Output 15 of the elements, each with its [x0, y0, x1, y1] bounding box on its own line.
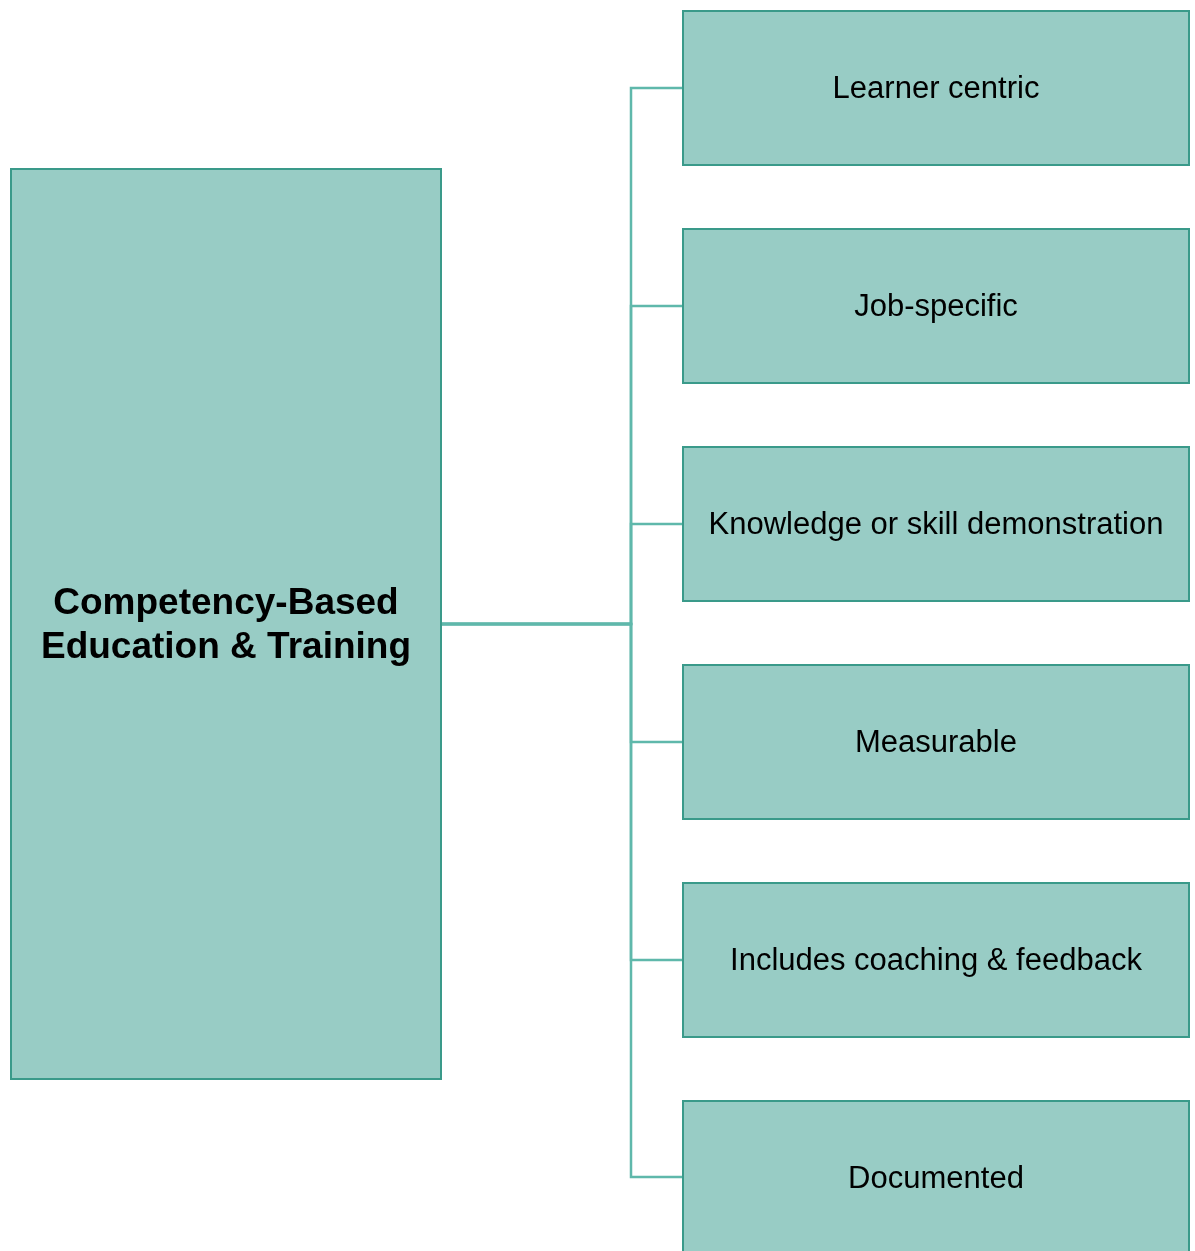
feature-box: [682, 228, 1190, 384]
feature-box: [682, 446, 1190, 602]
feature-box: [682, 10, 1190, 166]
topic-title: Competency-Based Education & Training: [40, 579, 412, 668]
feature-label: Measurable: [854, 722, 1018, 761]
feature-box: [682, 1100, 1190, 1251]
feature-box: [682, 664, 1190, 820]
feature-label: Job-specific: [853, 286, 1019, 325]
feature-label: Includes coaching & feedback: [729, 940, 1143, 979]
feature-label: Learner centric: [831, 68, 1041, 107]
topic-box: [10, 168, 442, 1080]
feature-label: Documented: [847, 1158, 1025, 1197]
feature-label: Knowledge or skill demonstration: [707, 504, 1165, 543]
connector-line: [442, 622, 682, 1179]
feature-box: [682, 882, 1190, 1038]
